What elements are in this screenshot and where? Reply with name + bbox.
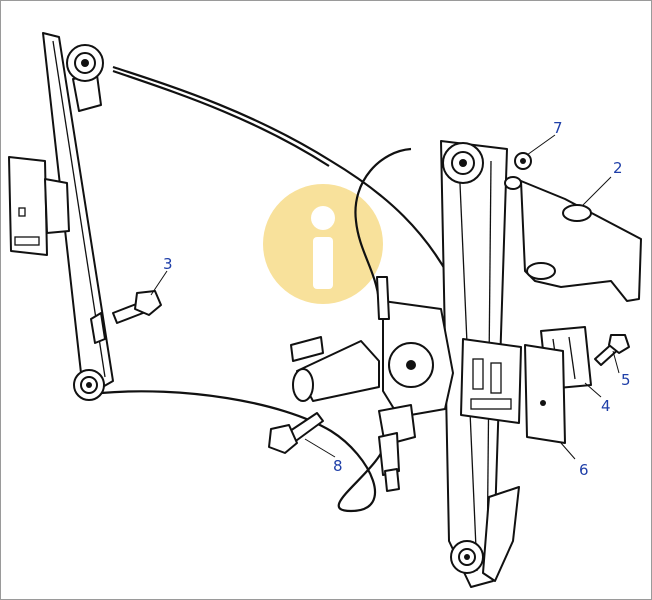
right-guide-rail — [440, 140, 520, 588]
callout-2: 2 — [613, 159, 623, 177]
part-7-nut — [514, 152, 532, 170]
info-i-icon — [263, 184, 383, 304]
right-rail-slider-block — [460, 338, 522, 424]
callout-3: 3 — [163, 255, 173, 273]
callout-5: 5 — [621, 371, 631, 389]
leader-lines — [150, 134, 620, 460]
part-6-pad — [524, 344, 566, 444]
part-3-screw — [112, 290, 162, 324]
left-bracket-clip — [8, 156, 70, 256]
callout-8: 8 — [333, 457, 343, 475]
left-guide-rail — [42, 32, 114, 390]
right-upper-pulley — [442, 142, 484, 184]
callout-4: 4 — [601, 397, 611, 415]
left-upper-pulley — [66, 44, 104, 82]
regulator-cables — [100, 65, 463, 513]
part-5-screw — [594, 334, 630, 366]
callout-labels: 2 3 4 5 6 7 8 — [163, 119, 631, 479]
part-8-bolt — [268, 412, 324, 454]
part-2-bracket — [504, 176, 642, 302]
callout-7: 7 — [553, 119, 563, 137]
left-lower-pulley — [73, 369, 105, 401]
callout-6: 6 — [579, 461, 589, 479]
regulator-motor — [290, 276, 454, 418]
cable-drum-lower — [378, 404, 416, 492]
right-lower-pulley — [450, 540, 484, 574]
